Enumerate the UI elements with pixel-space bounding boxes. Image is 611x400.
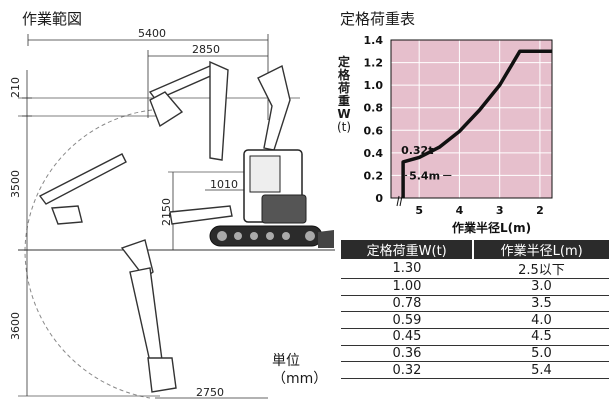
arm-mid [38,153,127,225]
xtick-label: 2 [536,204,544,217]
unit-label-line1: 単位 [272,353,300,369]
load-chart-title: 定格荷重表 [340,10,416,28]
ytick-label: 0.2 [364,169,384,182]
dim-label-3600: 3600 [9,312,22,340]
table-header-row: 定格荷重W(t) 作業半径L(m) [341,240,609,259]
xtick-label: 3 [496,204,504,217]
arm-lower [120,205,233,393]
table-header-load: 定格荷重W(t) [341,240,475,259]
ytick-label: 0.4 [364,147,384,160]
load-chart-ylabel: 定 格 荷 重 W (t) [336,55,352,134]
ytick-label: 1.2 [364,57,384,70]
unit-label-line2: （mm） [272,371,328,387]
dim-label-3500: 3500 [9,170,22,198]
load-chart: 0 0.2 0.4 0.6 0.8 1.0 1.2 1.4 5 4 3 2 0.32t 5.4m 作業半径L… [364,34,553,235]
xtick-label: 5 [415,204,423,217]
dim-label-1010: 1010 [210,178,238,191]
work-range-title: 作業範図 [22,10,83,28]
ytick-label: 0 [375,192,383,205]
dim-label-210: 210 [9,77,22,98]
xaxis-label: 作業半径L(m) [452,220,531,235]
annotation-radius: 5.4m [409,169,440,182]
dim-label-5400: 5400 [138,27,166,40]
dim-label-2150: 2150 [160,198,173,226]
work-range-diagram: 5400 2850 1010 2750 210 3500 2150 3600 [9,27,335,399]
ytick-label: 1.0 [364,79,384,92]
dim-label-2850: 2850 [192,43,220,56]
plot-frame [390,39,553,199]
annotation-load: 0.32t [401,144,433,157]
ytick-label: 0.6 [364,124,384,137]
excavator-body [209,149,334,248]
table-header-radius: 作業半径L(m) [473,240,609,259]
ytick-label: 0.8 [364,102,384,115]
axis-break [396,195,400,207]
xtick-label: 4 [456,204,464,217]
unit-label: 単位 （mm） [272,352,327,388]
ytick-label: 1.4 [364,34,384,47]
arm-raised [148,60,291,161]
dim-label-2750: 2750 [196,386,224,399]
